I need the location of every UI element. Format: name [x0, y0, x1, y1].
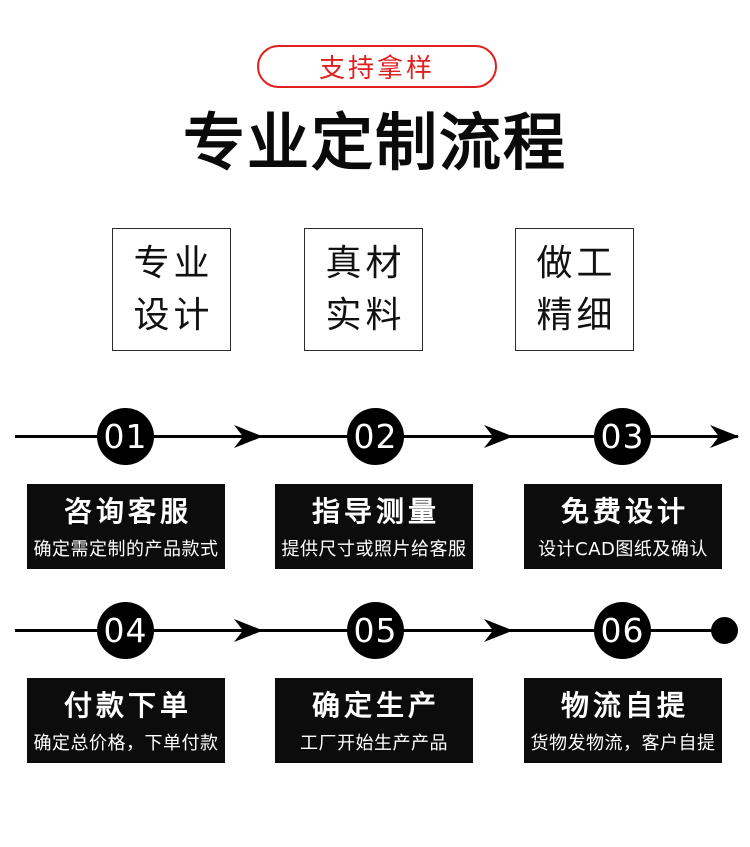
step-number-badge-05: 05	[347, 602, 404, 659]
step-card-consult: 咨询客服 确定需定制的产品款式	[27, 484, 225, 569]
step-title: 免费设计	[560, 495, 689, 528]
feature-box-workmanship: 做工 精细	[515, 228, 634, 351]
sample-support-badge: 支持拿样	[257, 45, 497, 88]
feature-box-design: 专业 设计	[112, 228, 231, 351]
step-title: 咨询客服	[63, 495, 192, 528]
feature-line: 专业	[133, 242, 214, 284]
step-desc: 提供尺寸或照片给客服	[281, 539, 467, 560]
feature-line: 做工	[536, 242, 617, 284]
step-card-free-design: 免费设计 设计CAD图纸及确认	[524, 484, 722, 569]
step-desc: 确定需定制的产品款式	[33, 539, 219, 560]
step-card-measure: 指导测量 提供尺寸或照片给客服	[275, 484, 473, 569]
step-title: 付款下单	[63, 689, 192, 722]
feature-line: 精细	[536, 294, 617, 336]
step-desc: 工厂开始生产产品	[300, 733, 448, 754]
step-number-badge-01: 01	[97, 408, 154, 465]
step-desc: 确定总价格，下单付款	[33, 733, 219, 754]
arrow-right-icon	[710, 425, 739, 448]
page-title: 专业定制流程	[182, 106, 567, 179]
step-title: 确定生产	[311, 689, 440, 722]
step-card-logistics: 物流自提 货物发物流，客户自提	[524, 678, 722, 763]
feature-box-material: 真材 实料	[304, 228, 423, 351]
feature-line: 真材	[325, 242, 406, 284]
feature-line: 实料	[325, 294, 406, 336]
arrow-right-icon	[234, 619, 263, 642]
feature-line: 设计	[133, 294, 214, 336]
line-end-dot	[711, 617, 738, 644]
arrow-right-icon	[484, 619, 513, 642]
step-title: 指导测量	[311, 495, 440, 528]
step-title: 物流自提	[560, 689, 689, 722]
step-desc: 货物发物流，客户自提	[530, 733, 716, 754]
arrow-right-icon	[234, 425, 263, 448]
step-desc: 设计CAD图纸及确认	[538, 539, 708, 560]
step-number-badge-06: 06	[594, 602, 651, 659]
step-number-badge-02: 02	[347, 408, 404, 465]
step-card-production: 确定生产 工厂开始生产产品	[275, 678, 473, 763]
step-number-badge-04: 04	[97, 602, 154, 659]
step-number-badge-03: 03	[594, 408, 651, 465]
step-card-payment: 付款下单 确定总价格，下单付款	[27, 678, 225, 763]
arrow-right-icon	[484, 425, 513, 448]
